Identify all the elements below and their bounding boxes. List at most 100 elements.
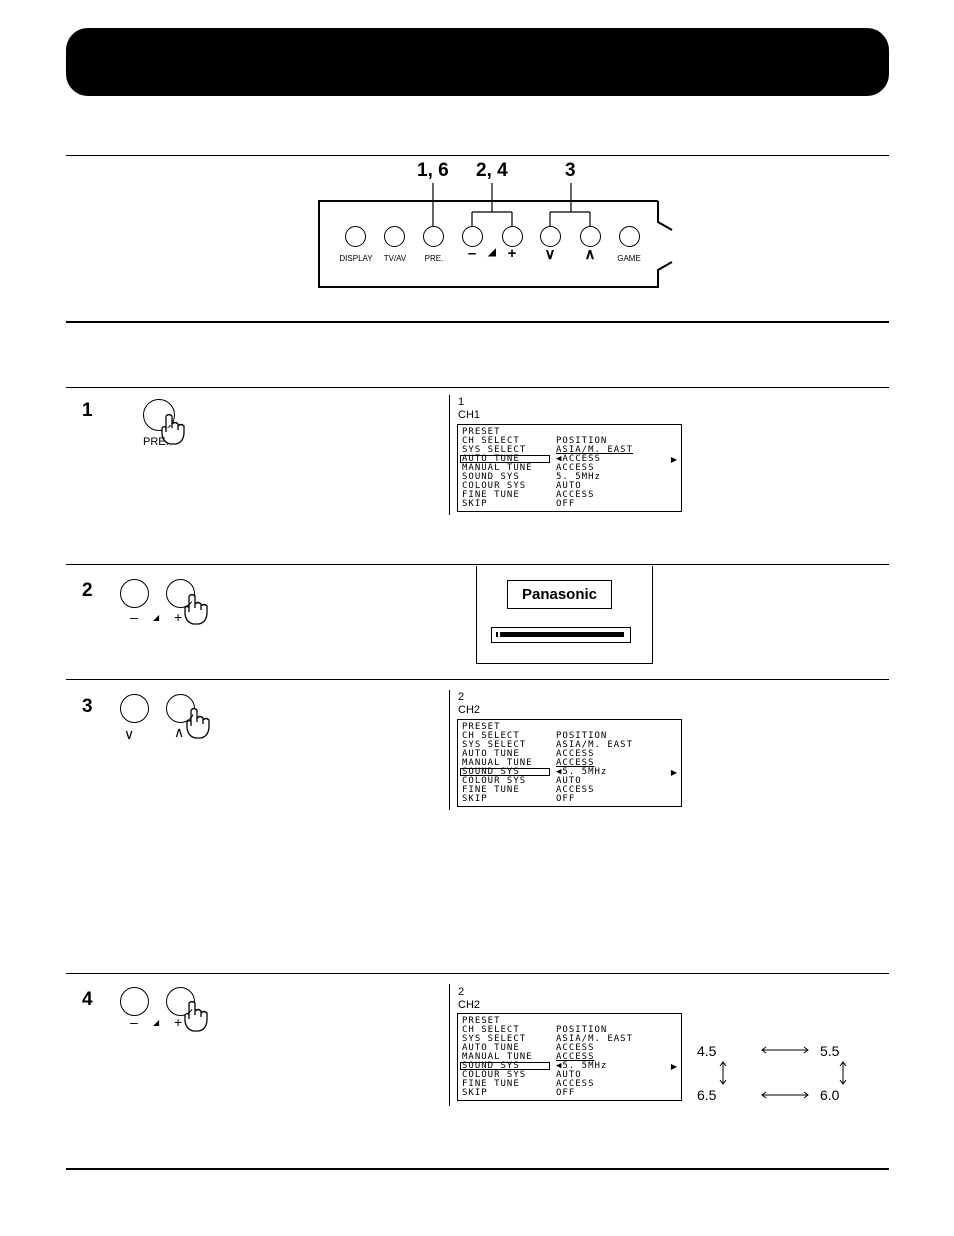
chevron-down-icon: ∨ bbox=[544, 246, 556, 263]
plus-symbol: + bbox=[174, 609, 183, 625]
channel-up-button[interactable] bbox=[580, 226, 601, 247]
pointing-hand-icon bbox=[184, 593, 208, 625]
volume-icon: ◢ bbox=[153, 613, 160, 622]
divider bbox=[66, 387, 889, 388]
page-title-bar bbox=[66, 28, 889, 96]
selection-frame bbox=[460, 768, 550, 776]
tvav-label: TV/AV bbox=[383, 254, 407, 263]
minus-symbol: – bbox=[130, 609, 138, 625]
divider bbox=[66, 679, 889, 680]
preset-label: PRE. bbox=[424, 254, 444, 263]
menu-row: PRESET bbox=[462, 722, 501, 732]
progress-bar bbox=[491, 627, 631, 643]
right-arrow-icon: ▶ bbox=[670, 1062, 677, 1071]
screen-number: 2 bbox=[458, 691, 465, 703]
volume-icon: ◢ bbox=[488, 247, 496, 258]
step-number: 3 bbox=[82, 696, 93, 717]
game-label: GAME bbox=[617, 254, 641, 263]
menu-row-selected: SOUND SYS◀5. 5MHz bbox=[462, 767, 608, 777]
right-arrow-icon: ▶ bbox=[670, 455, 677, 464]
channel-label: CH2 bbox=[458, 704, 481, 716]
plus-symbol: + bbox=[507, 245, 517, 262]
divider bbox=[449, 690, 451, 810]
callout-brackets bbox=[432, 183, 673, 288]
volume-up-button[interactable] bbox=[166, 579, 195, 608]
pointing-hand-icon bbox=[184, 1000, 208, 1032]
minus-symbol: – bbox=[467, 245, 477, 262]
step-number: 2 bbox=[82, 580, 93, 601]
sound-option-6-0: 6.0 bbox=[820, 1087, 840, 1103]
tv-front-panel bbox=[318, 200, 658, 288]
minus-symbol: – bbox=[130, 1014, 138, 1030]
selection-frame bbox=[460, 455, 550, 463]
volume-down-button[interactable] bbox=[120, 579, 149, 608]
cycle-arrows-icon bbox=[719, 1046, 847, 1099]
volume-icon: ◢ bbox=[153, 1018, 160, 1027]
callout-3: 3 bbox=[565, 160, 576, 181]
selection-frame bbox=[460, 1062, 550, 1070]
step-number: 1 bbox=[82, 400, 93, 421]
chevron-down-icon: ∨ bbox=[124, 726, 135, 742]
channel-down-button[interactable] bbox=[540, 226, 561, 247]
auto-tune-screen bbox=[476, 566, 653, 664]
divider bbox=[66, 564, 889, 565]
menu-row-selected: AUTO TUNE◀ACCESS bbox=[462, 454, 601, 464]
preset-button[interactable] bbox=[423, 226, 444, 247]
menu-row: PRESET bbox=[462, 427, 501, 437]
volume-up-button[interactable] bbox=[502, 226, 523, 247]
plus-symbol: + bbox=[174, 1014, 183, 1030]
sound-option-6-5: 6.5 bbox=[697, 1087, 717, 1103]
volume-down-button[interactable] bbox=[462, 226, 483, 247]
divider bbox=[449, 395, 451, 515]
sound-option-4-5: 4.5 bbox=[697, 1043, 717, 1059]
divider bbox=[66, 155, 889, 156]
brand-logo: Panasonic bbox=[507, 580, 612, 609]
tvav-button[interactable] bbox=[384, 226, 405, 247]
divider bbox=[449, 984, 451, 1106]
divider bbox=[66, 973, 889, 974]
volume-down-button[interactable] bbox=[120, 987, 149, 1016]
menu-row: PRESET bbox=[462, 1016, 501, 1026]
display-button[interactable] bbox=[345, 226, 366, 247]
progress-bar-track bbox=[500, 632, 624, 637]
screen-number: 2 bbox=[458, 986, 465, 998]
right-arrow-icon: ▶ bbox=[670, 768, 677, 777]
chevron-up-icon: ∧ bbox=[174, 724, 185, 740]
game-button[interactable] bbox=[619, 226, 640, 247]
screen-number: 1 bbox=[458, 396, 465, 408]
pointing-hand-icon bbox=[186, 707, 210, 739]
channel-label: CH2 bbox=[458, 999, 481, 1011]
step-number: 4 bbox=[82, 989, 93, 1010]
callout-1-6: 1, 6 bbox=[417, 160, 449, 181]
sound-option-5-5: 5.5 bbox=[820, 1043, 840, 1059]
progress-bar-fill bbox=[496, 632, 498, 637]
channel-label: CH1 bbox=[458, 409, 481, 421]
divider bbox=[66, 1168, 889, 1170]
pointing-hand-icon bbox=[161, 413, 185, 445]
channel-down-button[interactable] bbox=[120, 694, 149, 723]
divider bbox=[66, 321, 889, 323]
callout-2-4: 2, 4 bbox=[476, 160, 508, 181]
chevron-up-icon: ∧ bbox=[584, 246, 596, 263]
